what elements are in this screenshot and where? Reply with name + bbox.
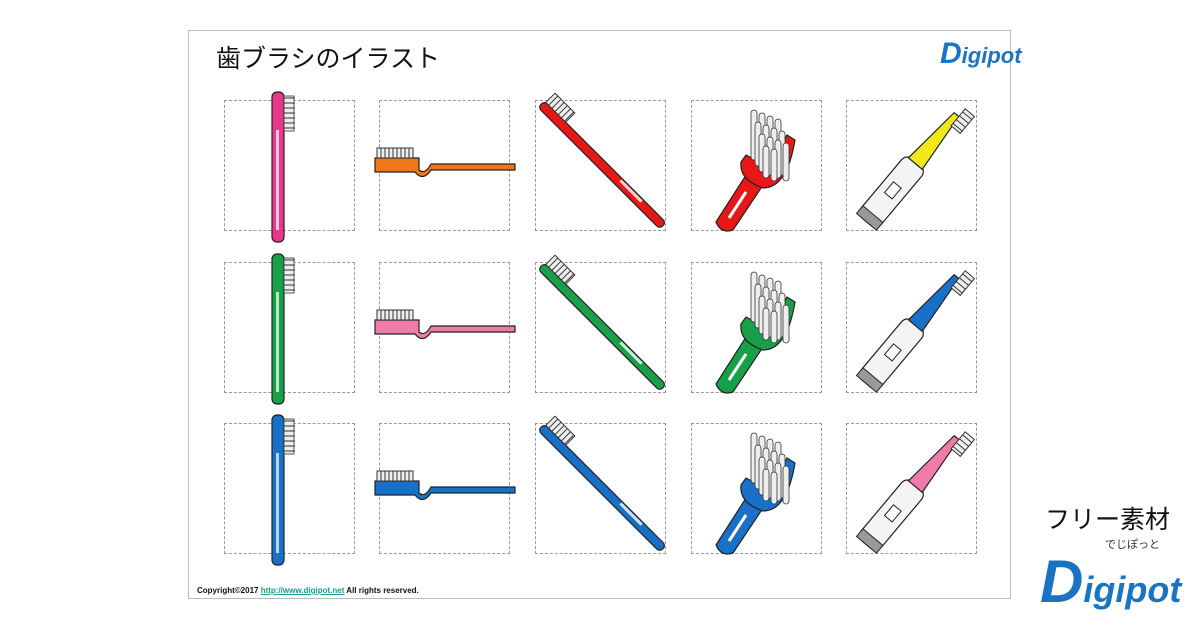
toothbrush-icon bbox=[374, 309, 516, 340]
digipot-logo-small[interactable]: Digipot bbox=[940, 37, 1022, 70]
toothbrush-vertical-illustration[interactable] bbox=[224, 253, 355, 405]
toothbrush-electric-illustration[interactable] bbox=[846, 262, 977, 393]
illustration-sheet bbox=[188, 30, 1011, 599]
toothbrush-icon bbox=[855, 270, 976, 393]
digipot-logo[interactable]: Digipot bbox=[1040, 548, 1182, 615]
toothbrush-icon bbox=[539, 415, 665, 551]
toothbrush-horizontal-illustration[interactable] bbox=[374, 100, 516, 231]
toothbrush-vertical-illustration[interactable] bbox=[224, 414, 355, 566]
toothbrush-icon bbox=[271, 414, 295, 566]
site-link[interactable]: http://www.digipot.net bbox=[260, 586, 345, 595]
toothbrush-icon bbox=[539, 92, 665, 228]
toothbrush-wide-head-illustration[interactable] bbox=[691, 100, 822, 232]
toothbrush-horizontal-illustration[interactable] bbox=[374, 262, 516, 393]
toothbrush-diagonal-illustration[interactable] bbox=[535, 92, 666, 231]
toothbrush-diagonal-illustration[interactable] bbox=[535, 254, 666, 393]
toothbrush-icon bbox=[374, 470, 516, 501]
toothbrush-icon bbox=[715, 432, 796, 555]
toothbrush-electric-illustration[interactable] bbox=[846, 100, 977, 231]
toothbrush-icon bbox=[855, 431, 976, 554]
toothbrush-icon bbox=[715, 271, 796, 394]
toothbrush-icon bbox=[539, 254, 665, 390]
toothbrush-icon bbox=[715, 109, 796, 232]
toothbrush-icon bbox=[271, 91, 295, 243]
free-material-label: フリー素材 bbox=[1045, 505, 1171, 534]
toothbrush-icon bbox=[374, 147, 516, 178]
page-title: 歯ブラシのイラスト bbox=[216, 44, 441, 73]
toothbrush-wide-head-illustration[interactable] bbox=[691, 423, 822, 555]
toothbrush-electric-illustration[interactable] bbox=[846, 423, 977, 554]
toothbrush-vertical-illustration[interactable] bbox=[224, 91, 355, 243]
logo-kana: でじぽっと bbox=[1105, 538, 1160, 551]
toothbrush-wide-head-illustration[interactable] bbox=[691, 262, 822, 394]
toothbrush-horizontal-illustration[interactable] bbox=[374, 423, 516, 554]
toothbrush-icon bbox=[855, 108, 976, 231]
copyright-text: Copyright©2017 http://www.digipot.net Al… bbox=[197, 586, 419, 595]
toothbrush-diagonal-illustration[interactable] bbox=[535, 415, 666, 554]
toothbrush-icon bbox=[271, 253, 295, 405]
